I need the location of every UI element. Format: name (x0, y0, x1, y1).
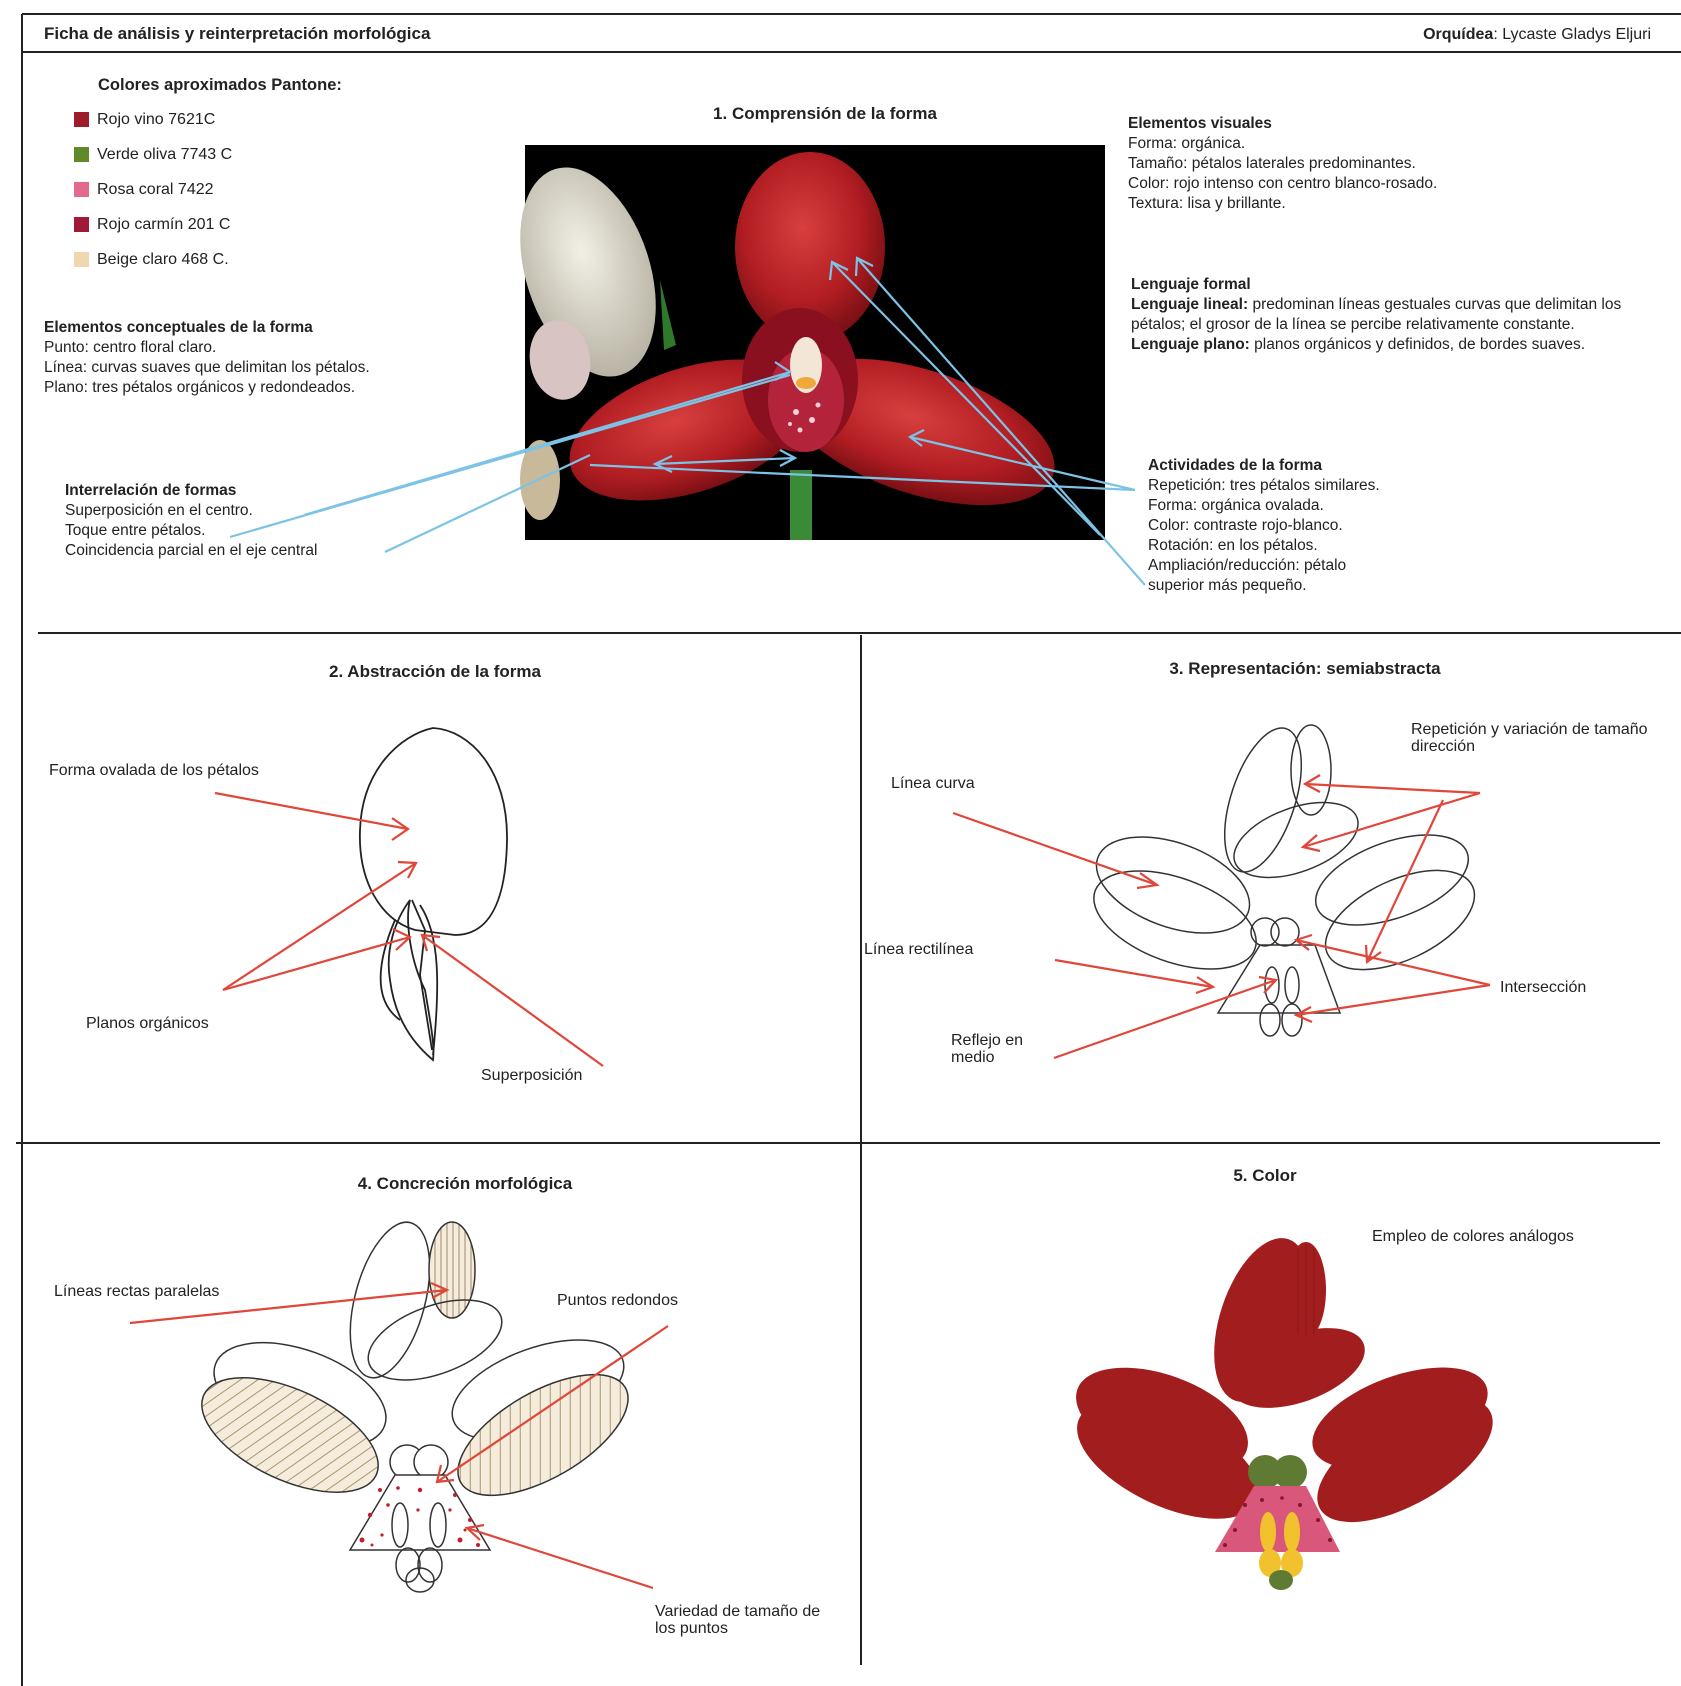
color-drawing (0, 0, 1681, 1686)
